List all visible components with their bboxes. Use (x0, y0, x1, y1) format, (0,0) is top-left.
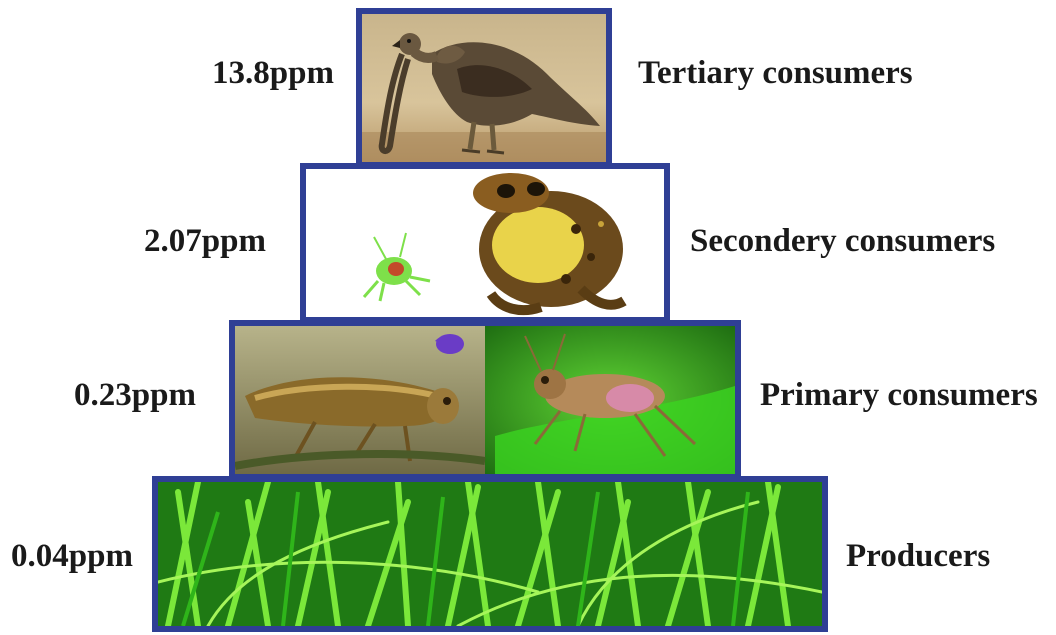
grass-image (158, 482, 822, 626)
tier-producers (152, 476, 828, 632)
ppm-label-primary: 0.23ppm (74, 379, 196, 412)
tier-primary-consumers (229, 320, 741, 480)
ppm-label-tertiary: 13.8ppm (212, 57, 334, 90)
level-name-producers: Producers (846, 540, 990, 573)
ppm-label-secondary: 2.07ppm (144, 225, 266, 258)
level-name-tertiary: Tertiary consumers (638, 57, 913, 90)
tier-secondary-consumers (300, 163, 670, 323)
secondary-consumers-image (306, 169, 664, 317)
level-name-primary: Primary consumers (760, 379, 1038, 412)
primary-consumers-image (235, 326, 735, 474)
ppm-label-producers: 0.04ppm (11, 540, 133, 573)
tier-tertiary-consumers (356, 8, 612, 168)
hawk-image (362, 14, 606, 162)
level-name-secondary: Secondery consumers (690, 225, 995, 258)
